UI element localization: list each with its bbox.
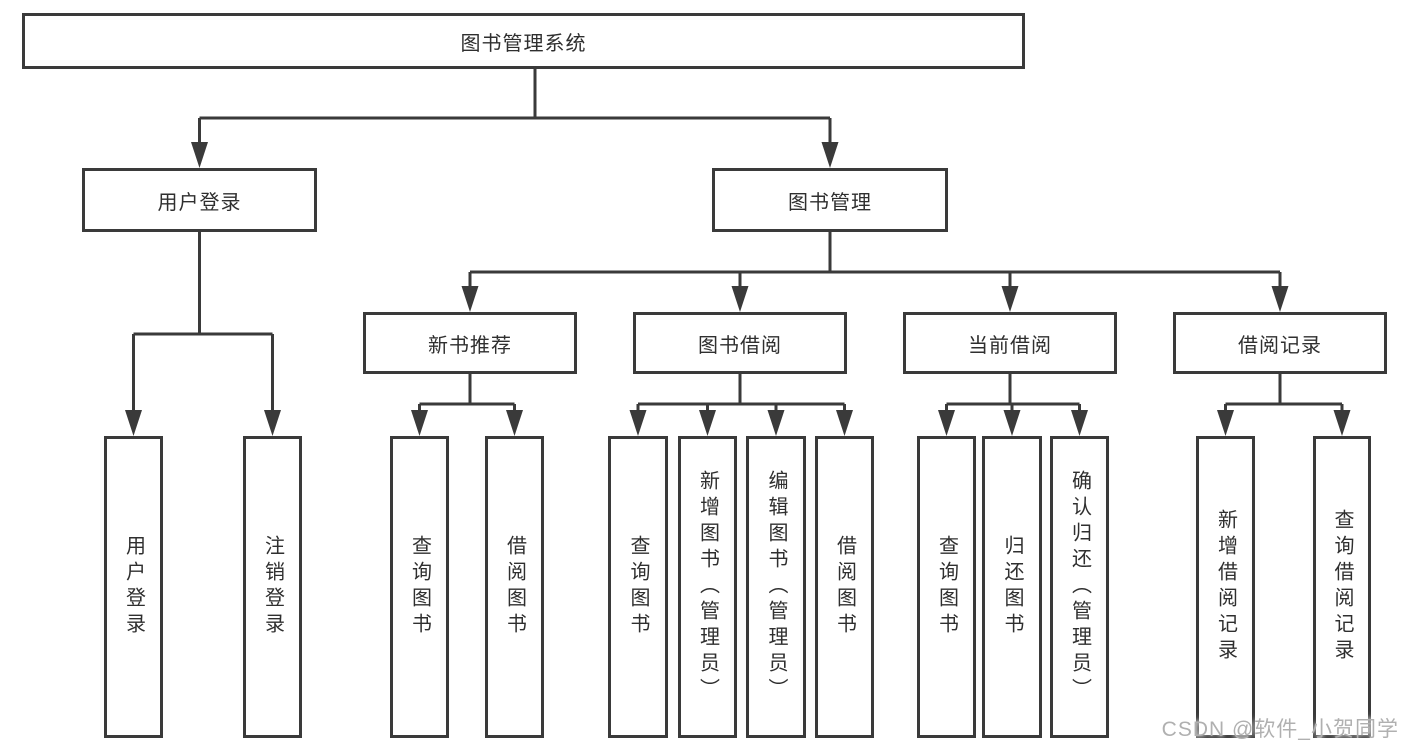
leaf-query-books-current-label: 查询图书 <box>935 535 958 639</box>
node-user-login: 用户登录 <box>82 168 317 232</box>
leaf-query-books-borrowing: 查询图书 <box>608 436 668 738</box>
leaf-query-books-current: 查询图书 <box>917 436 976 738</box>
leaf-return-books-label: 归还图书 <box>1001 535 1023 639</box>
leaf-borrow-books-recommend: 借阅图书 <box>485 436 544 738</box>
leaf-edit-books-admin: 编辑图书（管理员） <box>746 436 806 738</box>
node-root: 图书管理系统 <box>22 13 1025 69</box>
leaf-add-borrow-record: 新增借阅记录 <box>1196 436 1255 738</box>
leaf-user-login: 用户登录 <box>104 436 163 738</box>
csdn-watermark: CSDN @软件_小贺同学 <box>1161 718 1399 741</box>
leaf-add-borrow-record-label: 新增借阅记录 <box>1214 509 1237 665</box>
node-user-login-label: 用户登录 <box>157 191 242 214</box>
leaf-return-books: 归还图书 <box>982 436 1042 738</box>
node-book-management: 图书管理 <box>712 168 948 232</box>
leaf-add-books-admin: 新增图书（管理员） <box>678 436 737 738</box>
leaf-query-borrow-record: 查询借阅记录 <box>1313 436 1371 738</box>
leaf-confirm-return-admin-label: 确认归还（管理员） <box>1068 470 1091 704</box>
leaf-borrow-books-recommend-label: 借阅图书 <box>503 535 526 639</box>
leaf-borrow-books-borrowing-label: 借阅图书 <box>833 535 856 639</box>
leaf-confirm-return-admin: 确认归还（管理员） <box>1050 436 1109 738</box>
node-current-borrowing: 当前借阅 <box>903 312 1117 374</box>
leaf-borrow-books-borrowing: 借阅图书 <box>815 436 874 738</box>
node-book-management-label: 图书管理 <box>788 191 872 214</box>
node-current-borrowing-label: 当前借阅 <box>968 334 1052 357</box>
leaf-query-books-recommend-label: 查询图书 <box>408 535 431 639</box>
node-borrowing-records: 借阅记录 <box>1173 312 1387 374</box>
leaf-logout: 注销登录 <box>243 436 302 738</box>
node-new-book-recommend-label: 新书推荐 <box>428 334 512 357</box>
node-book-borrowing: 图书借阅 <box>633 312 847 374</box>
leaf-query-books-borrowing-label: 查询图书 <box>627 535 649 639</box>
node-new-book-recommend: 新书推荐 <box>363 312 577 374</box>
leaf-query-borrow-record-label: 查询借阅记录 <box>1331 509 1353 665</box>
leaf-user-login-label: 用户登录 <box>122 535 145 639</box>
leaf-query-books-recommend: 查询图书 <box>390 436 449 738</box>
node-book-borrowing-label: 图书借阅 <box>698 334 782 357</box>
node-borrowing-records-label: 借阅记录 <box>1238 334 1322 357</box>
leaf-edit-books-admin-label: 编辑图书（管理员） <box>765 470 787 704</box>
node-root-label: 图书管理系统 <box>460 32 587 55</box>
leaf-logout-label: 注销登录 <box>261 535 284 639</box>
leaf-add-books-admin-label: 新增图书（管理员） <box>696 470 719 704</box>
